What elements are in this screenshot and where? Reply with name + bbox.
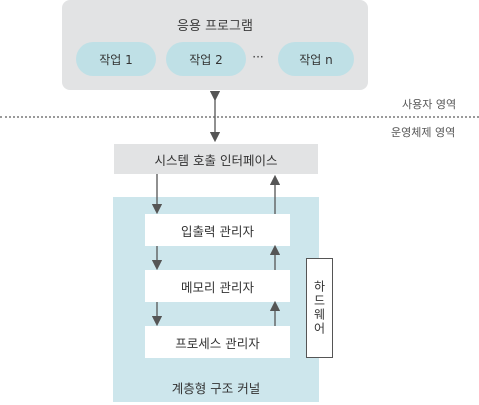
process-manager-box: 프로세스 관리자: [145, 326, 290, 358]
hardware-box: 하드웨어: [306, 258, 333, 358]
task-1-pill: 작업 1: [76, 42, 156, 76]
user-zone-label: 사용자 영역: [402, 98, 457, 111]
hardware-label: 하드웨어: [312, 280, 326, 336]
application-title: 응용 프로그램: [177, 19, 253, 34]
io-manager-box: 입출력 관리자: [145, 214, 290, 246]
task-2-pill: 작업 2: [166, 42, 246, 76]
task-ellipsis: ···: [252, 50, 264, 64]
kernel-zone-label: 운영체제 영역: [391, 126, 456, 139]
task-n-pill: 작업 n: [278, 42, 354, 76]
memory-manager-box: 메모리 관리자: [145, 270, 290, 302]
system-call-interface-box: 시스템 호출 인터페이스: [114, 144, 318, 174]
kernel-label: 계층형 구조 커널: [171, 381, 261, 396]
zone-divider: [0, 116, 479, 118]
